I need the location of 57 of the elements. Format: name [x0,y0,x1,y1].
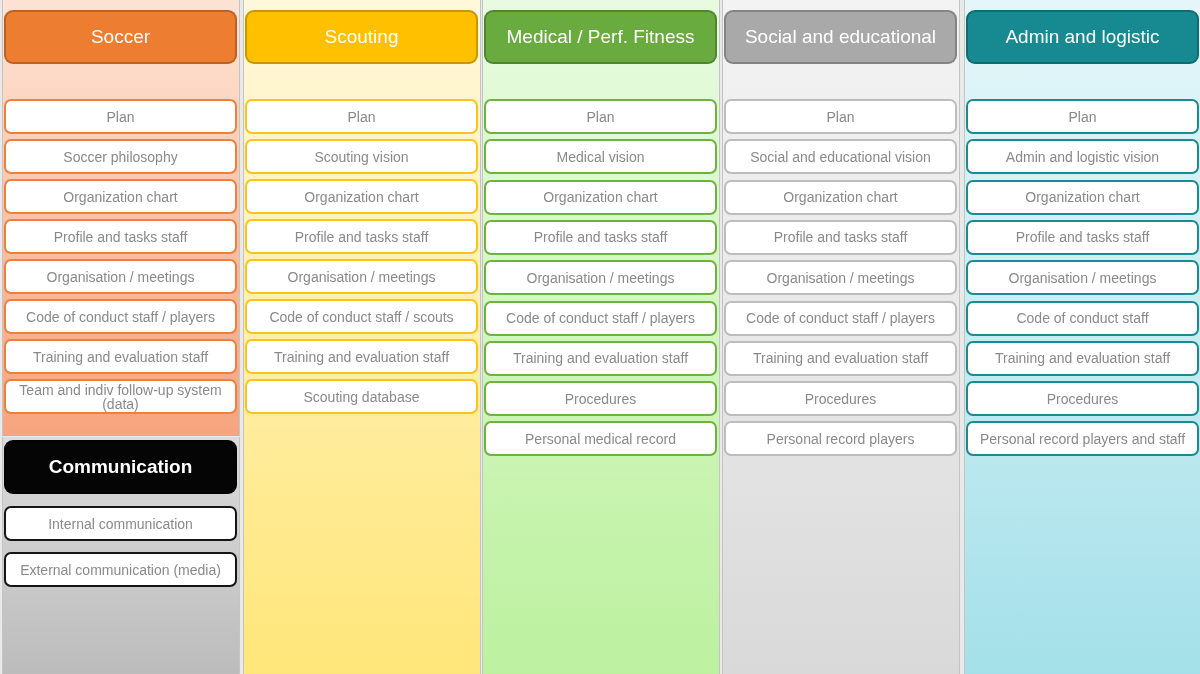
topic-card: Training and evaluation staff [245,339,478,374]
topic-card: Personal record players and staff [966,421,1199,457]
topic-card: Personal record players [724,421,957,457]
topic-card: Organisation / meetings [724,260,957,296]
column-header: Admin and logistic [966,10,1199,64]
topic-card: Organisation / meetings [966,260,1199,296]
topic-card: Profile and tasks staff [245,219,478,254]
topic-card: Organisation / meetings [484,260,717,296]
topic-card: Team and indiv follow-up system (data) [4,379,237,414]
topic-card: Scouting database [245,379,478,414]
topic-card: Training and evaluation staff [966,340,1199,376]
column-header: Social and educational [724,10,957,64]
topic-card: Training and evaluation staff [4,339,237,374]
topic-card: External communication (media) [4,552,237,587]
topic-card: Profile and tasks staff [484,219,717,255]
column-panel [722,0,960,674]
topic-card: Internal communication [4,506,237,541]
column-panel [2,437,240,674]
column-panel [2,0,240,436]
topic-card: Plan [724,99,957,134]
column-panel [482,0,720,674]
topic-card: Personal medical record [484,421,717,457]
topic-card: Organisation / meetings [245,259,478,294]
topic-card: Code of conduct staff / players [484,300,717,336]
topic-card: Medical vision [484,139,717,175]
topic-card: Profile and tasks staff [4,219,237,254]
column-panel [964,0,1200,674]
topic-card: Organization chart [484,179,717,215]
topic-card: Code of conduct staff / scouts [245,299,478,334]
topic-card: Organisation / meetings [4,259,237,294]
topic-card: Organization chart [245,179,478,214]
topic-card: Training and evaluation staff [484,340,717,376]
column-header: Soccer [4,10,237,64]
topic-card: Scouting vision [245,139,478,174]
topic-card: Training and evaluation staff [724,340,957,376]
column-panel [243,0,481,674]
topic-card: Admin and logistic vision [966,139,1199,175]
topic-card: Organization chart [966,179,1199,215]
column-header: Communication [4,440,237,494]
topic-card: Procedures [724,381,957,417]
column-header: Scouting [245,10,478,64]
topic-card: Procedures [484,381,717,417]
topic-card: Plan [966,99,1199,134]
topic-card: Plan [245,99,478,134]
topic-card: Soccer philosophy [4,139,237,174]
topic-card: Profile and tasks staff [966,219,1199,255]
column-header: Medical / Perf. Fitness [484,10,717,64]
topic-card: Organization chart [4,179,237,214]
topic-card: Procedures [966,381,1199,417]
topic-card: Plan [484,99,717,134]
topic-card: Social and educational vision [724,139,957,175]
topic-card: Profile and tasks staff [724,219,957,255]
topic-card: Code of conduct staff / players [4,299,237,334]
topic-card: Organization chart [724,179,957,215]
topic-card: Code of conduct staff [966,300,1199,336]
topic-card: Plan [4,99,237,134]
topic-card: Code of conduct staff / players [724,300,957,336]
